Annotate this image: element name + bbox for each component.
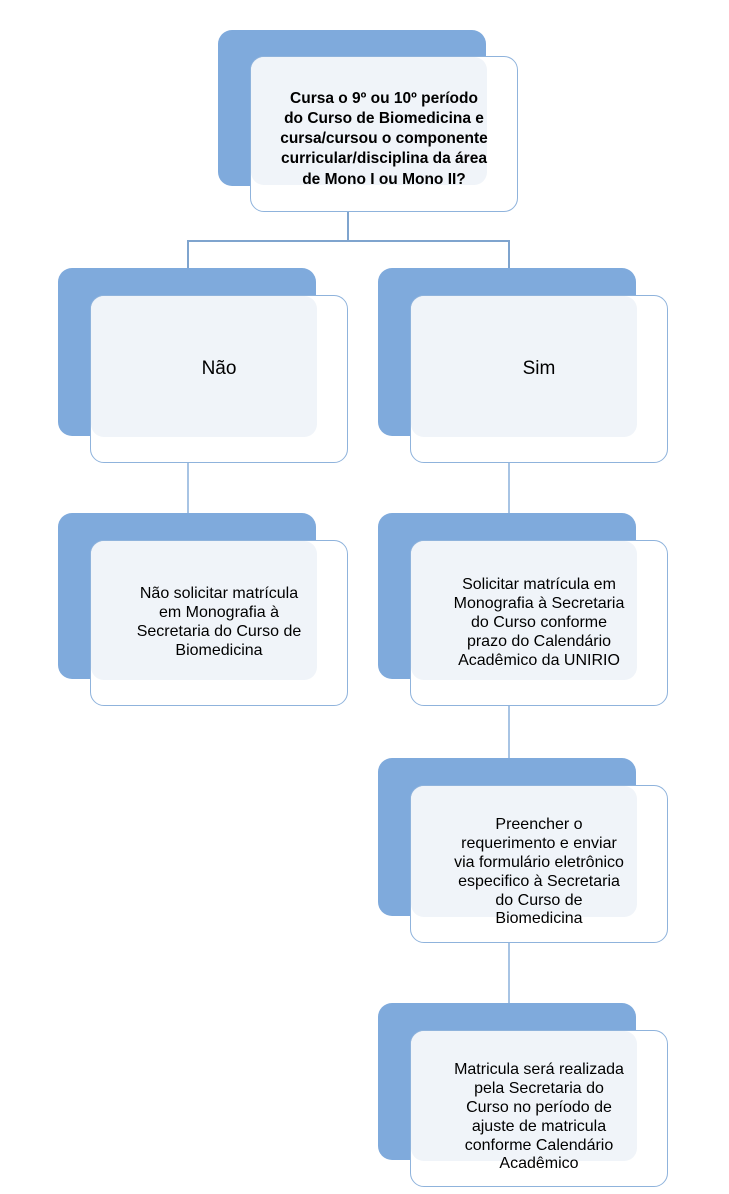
node-branch-yes[interactable]: Sim: [378, 268, 668, 463]
node-card-fill: [411, 1031, 637, 1161]
node-card-fill: [411, 296, 637, 437]
connector-no-to-step1: [187, 440, 189, 520]
node-card[interactable]: Matricula será realizada pela Secretaria…: [410, 1030, 668, 1187]
connector-yes-to-step1: [508, 440, 510, 520]
connector-yes-step1-to-step2: [508, 680, 510, 765]
node-label: Não solicitar matrícula em Monografia à …: [136, 585, 302, 659]
node-branch-no[interactable]: Não: [58, 268, 348, 463]
node-decision[interactable]: Cursa o 9º ou 10º período do Curso de Bi…: [218, 30, 518, 212]
connector-to-branch-no: [187, 240, 189, 270]
node-card[interactable]: Sim: [410, 295, 668, 463]
node-card[interactable]: Solicitar matrícula em Monografia à Secr…: [410, 540, 668, 706]
node-label: Preencher o requerimento e enviar via fo…: [454, 816, 624, 928]
node-card-fill: [411, 541, 637, 680]
node-card[interactable]: Preencher o requerimento e enviar via fo…: [410, 785, 668, 943]
node-yes-step-1[interactable]: Solicitar matrícula em Monografia à Secr…: [378, 513, 668, 706]
node-card[interactable]: Não solicitar matrícula em Monografia à …: [90, 540, 348, 706]
node-label: Solicitar matrícula em Monografia à Secr…: [453, 576, 625, 669]
node-card[interactable]: Cursa o 9º ou 10º período do Curso de Bi…: [250, 56, 518, 212]
node-card-fill: [91, 296, 317, 437]
connector-split-bar: [187, 240, 510, 242]
node-label: Cursa o 9º ou 10º período do Curso de Bi…: [280, 90, 488, 188]
connector-to-branch-yes: [508, 240, 510, 270]
node-no-step-1[interactable]: Não solicitar matrícula em Monografia à …: [58, 513, 348, 706]
node-card-fill: [411, 786, 637, 917]
node-card-fill: [251, 57, 487, 185]
node-label: Não: [201, 358, 237, 379]
node-label: Sim: [522, 358, 556, 379]
node-yes-step-3[interactable]: Matricula será realizada pela Secretaria…: [378, 1003, 668, 1187]
node-label: Matricula será realizada pela Secretaria…: [454, 1061, 624, 1173]
node-yes-step-2[interactable]: Preencher o requerimento e enviar via fo…: [378, 758, 668, 943]
connector-yes-step2-to-step3: [508, 930, 510, 1010]
node-card[interactable]: Não: [90, 295, 348, 463]
node-card-fill: [91, 541, 317, 680]
